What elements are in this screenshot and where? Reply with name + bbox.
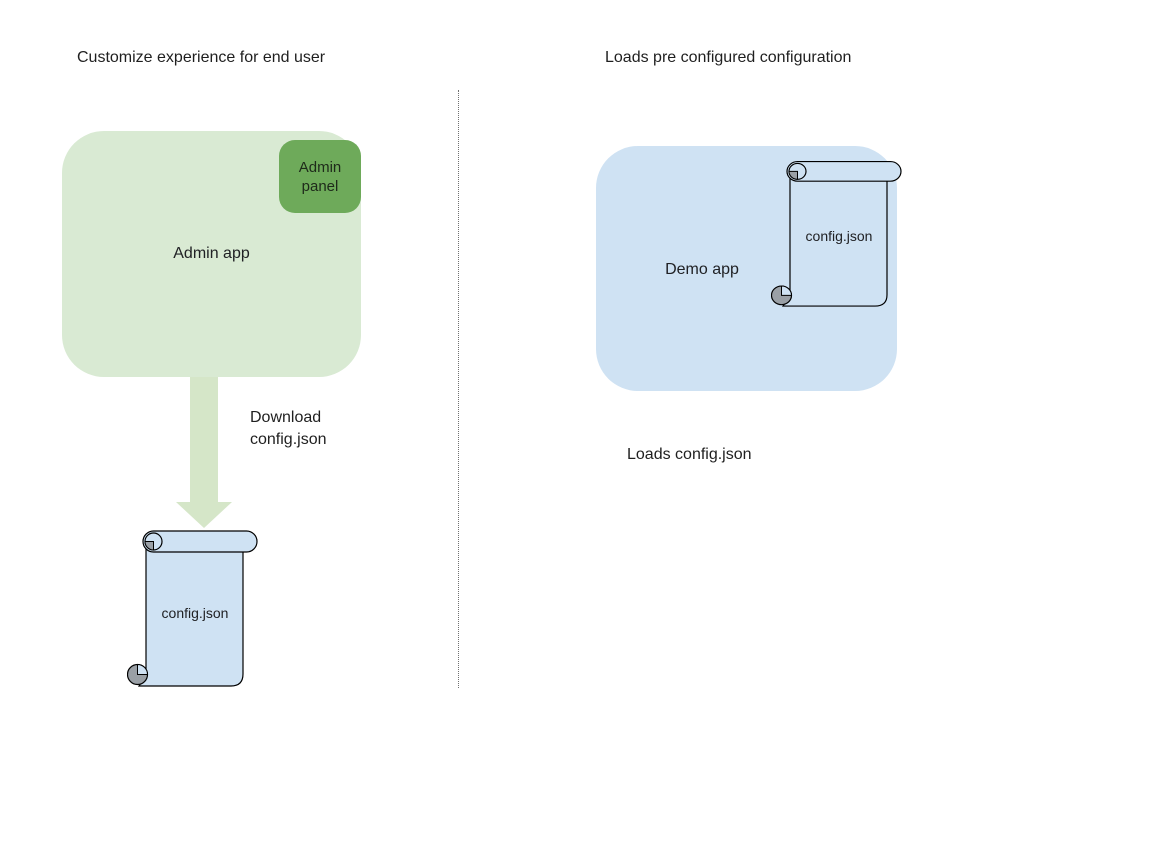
loads-caption: Loads config.json <box>627 446 752 463</box>
section-divider <box>458 90 459 688</box>
download-caption: Download config.json <box>250 409 327 448</box>
download-arrow-head <box>176 502 232 528</box>
config-file-scroll-left: config.json <box>126 525 258 687</box>
config-file-scroll-right: config.json <box>770 156 902 307</box>
scroll-top-curl-shade <box>144 541 154 551</box>
admin-app-label: Admin app <box>173 245 250 262</box>
scroll-body <box>781 170 888 307</box>
left-section-title: Customize experience for end user <box>77 49 326 66</box>
config-file-label-right: config.json <box>805 228 873 244</box>
scroll-top-roll <box>786 161 902 182</box>
scroll-icon <box>126 530 258 687</box>
download-arrow-shaft <box>190 377 218 503</box>
admin-panel-shape: Admin panel <box>279 140 361 213</box>
scroll-bottom-curl-notch <box>781 285 793 296</box>
download-arrow-shape <box>176 377 232 528</box>
scroll-icon <box>770 161 902 307</box>
scroll-bottom-curl-notch <box>137 663 149 675</box>
admin-panel-label: Admin panel <box>298 158 342 195</box>
scroll-body <box>137 540 244 687</box>
demo-app-label: Demo app <box>665 261 739 278</box>
config-file-label-left: config.json <box>161 605 229 621</box>
scroll-top-roll <box>142 530 258 553</box>
scroll-top-curl-shade <box>788 170 798 180</box>
right-section-title: Loads pre configured configuration <box>605 49 852 66</box>
